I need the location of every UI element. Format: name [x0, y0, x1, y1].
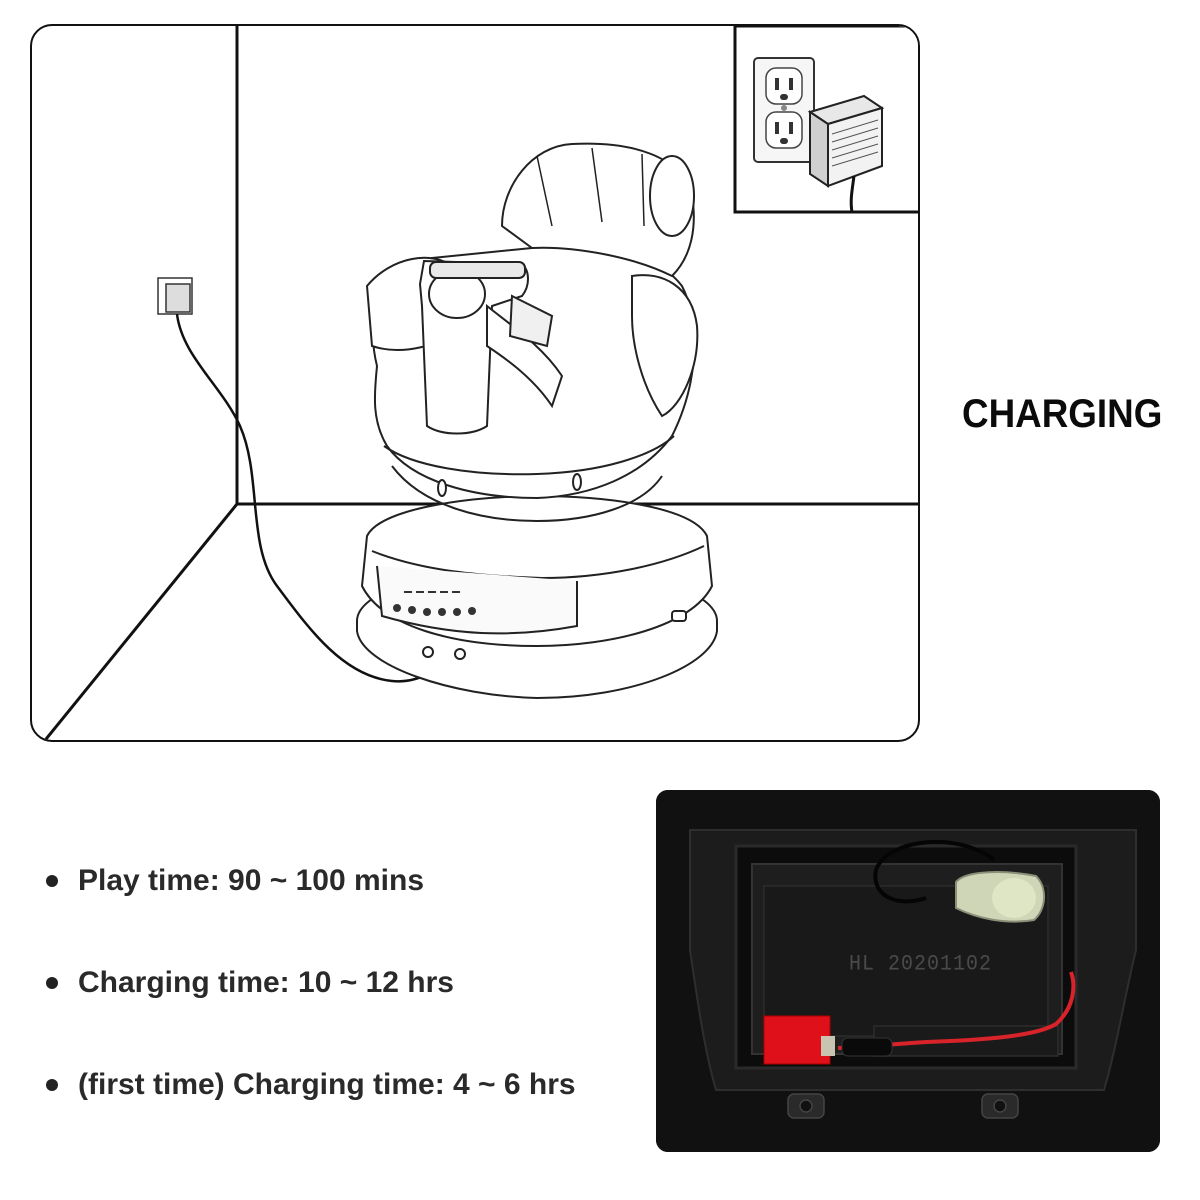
power-adapter-icon — [807, 94, 885, 213]
wall-adapter — [157, 277, 461, 683]
bullet-icon — [46, 1079, 58, 1091]
charging-illustration — [30, 24, 920, 742]
spec-text: Play time: 90 ~ 100 mins — [78, 864, 425, 897]
spec-item-play-time: Play time: 90 ~ 100 mins — [46, 855, 646, 907]
bullet-icon — [46, 875, 58, 887]
room-scene — [43, 26, 918, 740]
bullet-icon — [46, 977, 58, 989]
spec-item-first-charging-time: (first time) Charging time: 4 ~ 6 hrs — [46, 1059, 646, 1111]
spec-text: Charging time: 10 ~ 12 hrs — [78, 966, 454, 999]
spec-text: (first time) Charging time: 4 ~ 6 hrs — [78, 1068, 576, 1101]
battery-compartment — [656, 790, 1160, 1152]
battery-code-label: HL 20201102 — [849, 951, 993, 978]
battery-photo: HL 20201102 — [656, 790, 1160, 1152]
spec-item-charging-time: Charging time: 10 ~ 12 hrs — [46, 957, 646, 1009]
spec-list: Play time: 90 ~ 100 mins Charging time: … — [46, 855, 646, 1161]
ride-on-chair — [356, 142, 718, 700]
outlet-inset — [733, 26, 918, 214]
wall-outlet-icon — [753, 57, 815, 163]
charging-heading: CHARGING — [962, 392, 1163, 436]
